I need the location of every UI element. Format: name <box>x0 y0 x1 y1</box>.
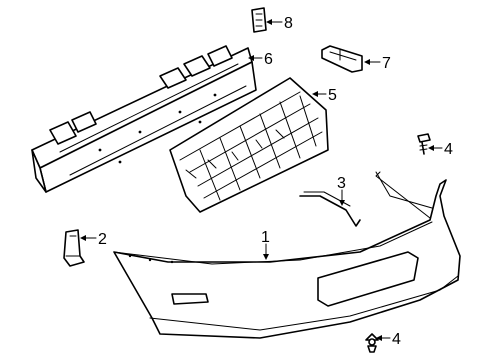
callout-4-upper: 4 <box>444 141 453 158</box>
fastener-part-4-upper <box>417 133 431 155</box>
fastener-part-4-lower <box>365 333 379 353</box>
callout-1: 1 <box>261 229 270 246</box>
bumper-cover-part <box>113 171 461 339</box>
retainer-part-2 <box>63 229 85 267</box>
callout-8: 8 <box>284 15 293 32</box>
energy-absorber-part <box>169 77 329 213</box>
callout-7: 7 <box>382 55 391 72</box>
callout-2: 2 <box>98 231 107 248</box>
impact-bar-part <box>31 45 257 193</box>
callout-4-lower: 4 <box>392 331 401 348</box>
callout-6: 6 <box>264 51 273 68</box>
callout-labels: 8 6 7 5 4 3 2 1 4 <box>98 15 453 348</box>
leader-lines <box>80 19 443 341</box>
callout-5: 5 <box>328 87 337 104</box>
bracket-part-7 <box>321 45 363 73</box>
clip-part-8 <box>251 7 267 33</box>
callout-3: 3 <box>337 175 346 192</box>
bracket-part-3 <box>299 191 361 227</box>
